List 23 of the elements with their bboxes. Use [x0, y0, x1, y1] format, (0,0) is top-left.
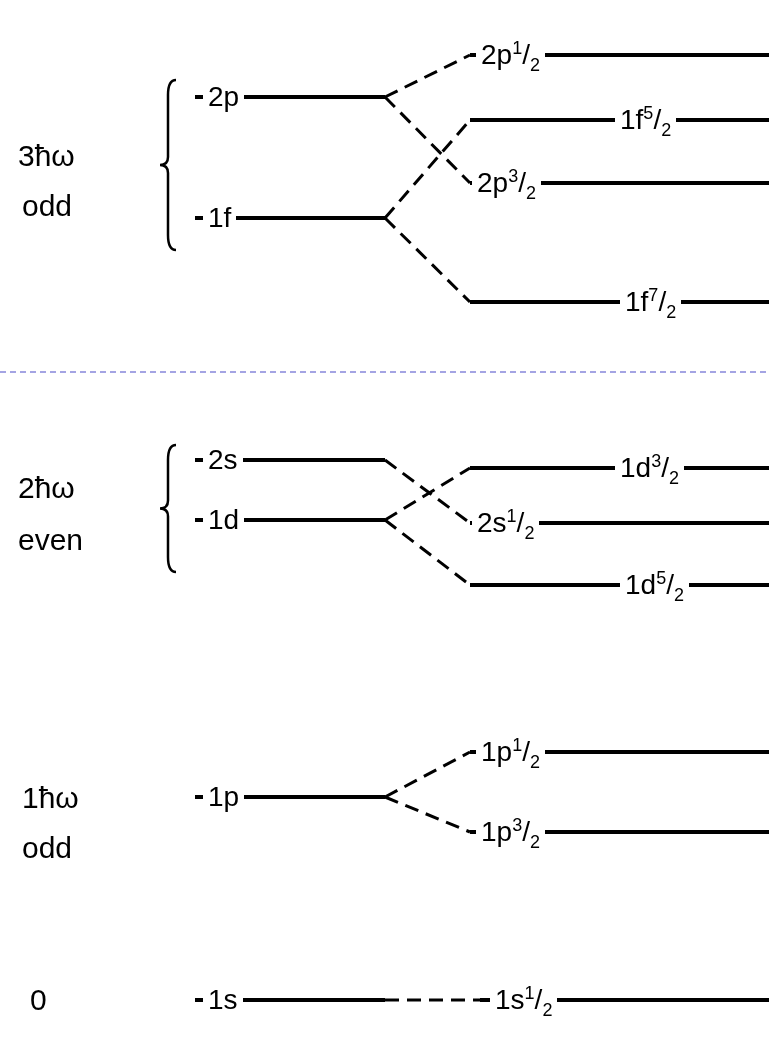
- dashed-connector: [384, 795, 471, 834]
- level-label: 1f$^{5}$/$_{2}$: [615, 103, 677, 137]
- dashed-connector: [384, 466, 471, 522]
- shell-label: 1ħω: [22, 782, 79, 814]
- level-label: 1d$^{3}$/$_{2}$: [615, 451, 684, 485]
- level-label: 1f$^{7}$/$_{2}$: [620, 285, 682, 319]
- dashed-connector: [384, 750, 471, 799]
- shell-label: odd: [22, 832, 73, 864]
- level-label: 1s$^{1}$/$_{2}$: [490, 983, 558, 1017]
- shell-label: even: [18, 524, 84, 556]
- dashed-connector: [385, 998, 480, 1002]
- shell-label: 2ħω: [18, 472, 75, 504]
- dashed-connector: [384, 458, 471, 525]
- shell-label: odd: [22, 190, 73, 222]
- level-label: 2p$^{1}$/$_{2}$: [476, 38, 545, 72]
- level-label: 2s$^{1}$/$_{2}$: [472, 506, 540, 540]
- level-label: 2p$^{3}$/$_{2}$: [472, 166, 541, 200]
- level-label: 1p$^{1}$/$_{2}$: [476, 735, 545, 769]
- shell-label: 3ħω: [18, 140, 75, 172]
- level-label: 1p$^{3}$/$_{2}$: [476, 815, 545, 849]
- dashed-connector: [384, 53, 471, 99]
- level-label: 1d$^{5}$/$_{2}$: [620, 568, 689, 602]
- shell-label: 0: [30, 984, 47, 1016]
